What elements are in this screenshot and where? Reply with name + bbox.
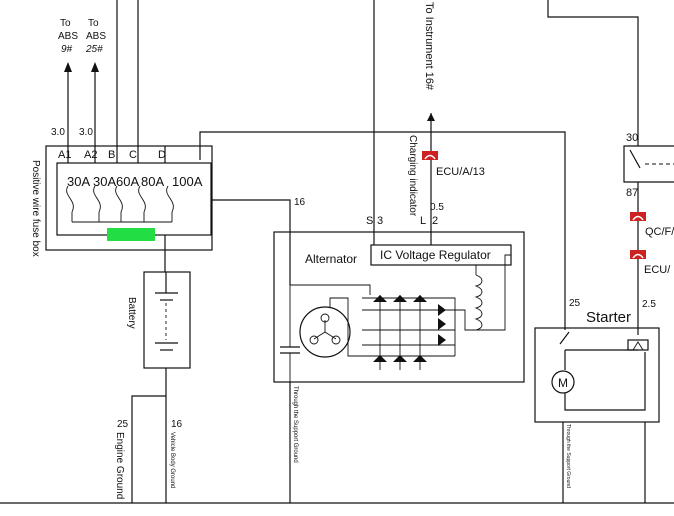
ecu-connector-label: ECU/ <box>644 264 671 276</box>
engine-ground-wire <box>131 395 166 503</box>
fuse-box: A1 A2 B C D 30A 30A 60A 80A 100A Positiv… <box>30 145 213 257</box>
alternator-support-ground-label: Through the Support Ground <box>292 386 298 463</box>
stator-winding <box>313 320 337 340</box>
battery-label: Battery <box>126 297 137 329</box>
fuse-id-a1: A1 <box>58 149 71 161</box>
fuse-box-outline <box>45 145 213 251</box>
solenoid <box>627 339 649 351</box>
wire-16-label: 16 <box>294 197 306 208</box>
diode <box>438 334 446 346</box>
relay-pin-30: 30 <box>626 132 638 144</box>
abs-label: ABS <box>58 31 78 42</box>
abs-arrow-2 <box>91 62 99 72</box>
starter: Starter 25 M <box>534 298 660 423</box>
charge-output-wire <box>212 199 291 285</box>
top-right-wire <box>547 0 639 146</box>
field-wire <box>455 309 476 331</box>
fuse-status-indicator <box>107 228 155 241</box>
internal-wire <box>290 284 371 295</box>
pin-l-label: L <box>420 215 426 227</box>
alternator-label: Alternator <box>305 252 357 266</box>
relay-pin-87: 87 <box>626 187 638 199</box>
solenoid-contact <box>632 341 644 351</box>
instrument-label: To Instrument 16# <box>423 2 435 91</box>
internal-wire <box>329 297 455 357</box>
relay-outline <box>623 145 674 183</box>
fuse-rating-c: 80A <box>141 174 164 189</box>
starter-motor <box>551 370 575 394</box>
fuse-id-c: C <box>129 149 137 161</box>
abs-feed-2: To ABS 25# <box>85 18 106 163</box>
qc-connector <box>630 212 646 221</box>
field-coil <box>474 274 483 331</box>
abs-arrow-1 <box>64 62 72 72</box>
field-wire <box>476 254 511 331</box>
abs-pin-label: 25# <box>85 44 103 55</box>
fuse-to-alternator-wire <box>199 131 566 330</box>
fuse-element-c <box>138 185 146 222</box>
connector-glyph <box>424 154 436 160</box>
fuse-id-d: D <box>158 149 166 161</box>
pin-2-label: 2 <box>432 215 438 227</box>
fuse-rating-a2: 30A <box>93 174 116 189</box>
wire-size-a1: 3.0 <box>51 127 65 138</box>
fuse-rating-d: 100A <box>172 174 203 189</box>
connector-glyph <box>632 215 644 221</box>
relay <box>623 145 674 183</box>
internal-wire <box>362 297 456 356</box>
vehicle-ground-label: Vehicle Body Ground <box>169 432 175 488</box>
starter-label: Starter <box>586 309 631 326</box>
abs-label: ABS <box>86 31 106 42</box>
regulator-label: IC Voltage Regulator <box>380 248 491 262</box>
winding-coil <box>320 313 330 323</box>
wire-2-5-label: 2.5 <box>642 299 656 310</box>
abs-to-label: To <box>88 18 99 29</box>
engine-ground-label: Engine Ground <box>114 432 125 499</box>
battery: Battery <box>126 271 191 369</box>
starter-support-ground-label: Through the Support Ground <box>565 424 571 488</box>
fuse-box-label: Positive wire fuse box <box>30 160 41 257</box>
starter-internal-wire <box>564 352 646 411</box>
motor-label: M <box>558 376 568 390</box>
winding-coil <box>331 335 341 345</box>
connector-glyph <box>632 253 644 259</box>
abs-feed-1: To ABS 9# <box>58 18 78 163</box>
battery-outline <box>143 271 191 369</box>
abs-to-label: To <box>60 18 71 29</box>
ground-wire-25: 25 <box>117 419 129 430</box>
relay-contact <box>629 149 641 169</box>
ecu-a13-label: ECU/A/13 <box>436 166 485 178</box>
stator-circle <box>299 306 351 358</box>
ground-wire-16: 16 <box>171 419 183 430</box>
fuse-rating-a1: 30A <box>67 174 90 189</box>
qc-connector-label: QC/F/ <box>645 226 674 238</box>
abs-pin-label: 9# <box>61 44 73 55</box>
fuse-id-b: B <box>108 149 115 161</box>
fuse-rating-b: 60A <box>116 174 139 189</box>
fuse-element-b <box>115 185 123 222</box>
wire-25-starter-label: 25 <box>569 298 581 309</box>
fuse-id-a2: A2 <box>84 149 97 161</box>
fuse-element-a2 <box>93 185 101 222</box>
wire-size-a2: 3.0 <box>79 127 93 138</box>
pin-3-label: 3 <box>377 215 383 227</box>
charging-indicator-label: Charging indicator <box>407 135 418 217</box>
diode <box>438 318 446 330</box>
alternator-housing <box>273 231 525 383</box>
fuse-element-d <box>166 185 174 222</box>
starter-housing <box>534 327 660 423</box>
starter-switch <box>559 331 570 345</box>
ecu-connector-right <box>630 250 646 259</box>
pin-s-label: S <box>366 215 373 227</box>
diode <box>438 304 446 316</box>
wire-0-5-label: 0.5 <box>430 202 444 213</box>
winding-coil <box>309 335 319 345</box>
charging-indicator-connector <box>422 151 438 160</box>
fuse-element-a1 <box>66 185 74 222</box>
alternator: Alternator IC Voltage Regulator <box>273 231 525 383</box>
